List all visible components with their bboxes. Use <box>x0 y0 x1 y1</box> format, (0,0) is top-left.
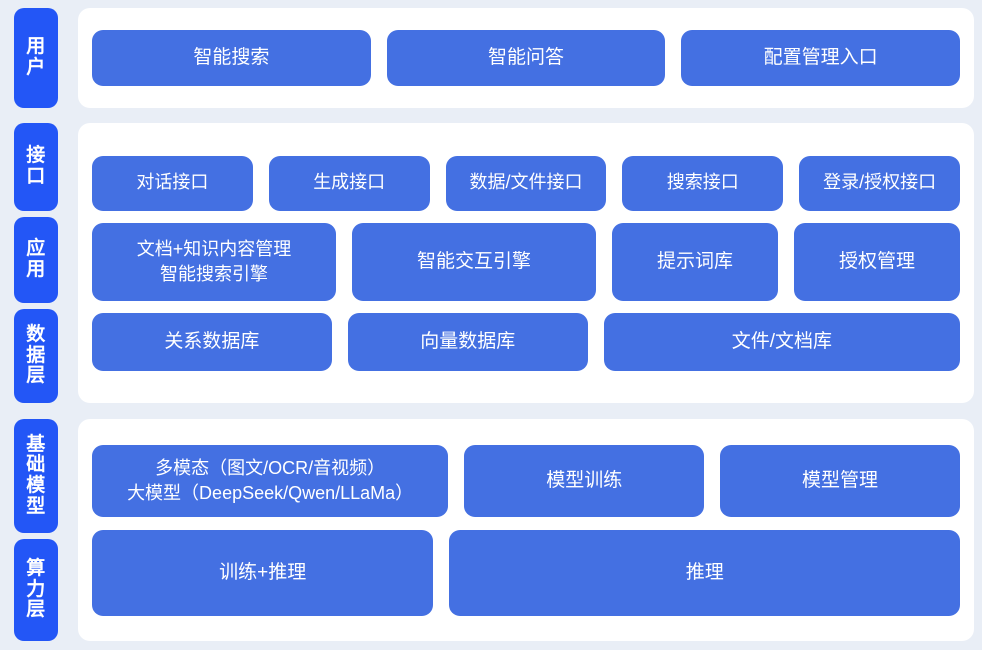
cell-vector-database[interactable]: 向量数据库 <box>347 312 588 371</box>
cell-interaction-engine[interactable]: 智能交互引擎 <box>352 222 596 301</box>
row-application: 文档+知识内容管理 智能搜索引擎 智能交互引擎 提示词库 授权管理 <box>92 222 960 301</box>
rail-platform-layer: 接口 应用 数据层 <box>0 123 58 403</box>
panel-platform-layer: 对话接口 生成接口 数据/文件接口 搜索接口 登录/授权接口 文档+知识内容管理… <box>78 123 974 403</box>
rail-infrastructure-layer: 基础模型 算力层 <box>0 419 58 641</box>
section-user-layer: 用户 智能搜索 智能问答 配置管理入口 <box>0 8 982 108</box>
cell-document-knowledge-management[interactable]: 文档+知识内容管理 智能搜索引擎 <box>92 222 336 301</box>
row-interface: 对话接口 生成接口 数据/文件接口 搜索接口 登录/授权接口 <box>92 155 960 211</box>
cell-config-management-entry[interactable]: 配置管理入口 <box>681 30 961 86</box>
cell-multimodal-large-model[interactable]: 多模态（图文/OCR/音视频） 大模型（DeepSeek/Qwen/LLaMa） <box>92 444 449 517</box>
row-foundation-model: 多模态（图文/OCR/音视频） 大模型（DeepSeek/Qwen/LLaMa）… <box>92 444 960 517</box>
cell-training-inference[interactable]: 训练+推理 <box>92 529 434 616</box>
rail-tab-foundation-model-label: 基础模型 <box>26 433 46 517</box>
row-user-entry: 智能搜索 智能问答 配置管理入口 <box>92 30 961 86</box>
rail-tab-compute[interactable]: 算力层 <box>14 539 58 641</box>
rail-tab-application[interactable]: 应用 <box>14 217 58 303</box>
rail-tab-interface[interactable]: 接口 <box>14 123 58 211</box>
cell-dialog-api[interactable]: 对话接口 <box>92 155 253 211</box>
rail-tab-user-label: 用户 <box>26 36 46 78</box>
rail-tab-data[interactable]: 数据层 <box>14 309 58 403</box>
rail-tab-foundation-model[interactable]: 基础模型 <box>14 419 58 533</box>
row-data: 关系数据库 向量数据库 文件/文档库 <box>92 312 960 371</box>
cell-model-management[interactable]: 模型管理 <box>720 444 960 517</box>
cell-generation-api[interactable]: 生成接口 <box>268 155 430 211</box>
cell-data-file-api[interactable]: 数据/文件接口 <box>445 155 607 211</box>
rail-tab-data-label: 数据层 <box>26 324 46 387</box>
cell-relational-database[interactable]: 关系数据库 <box>92 312 332 371</box>
cell-authorization-management[interactable]: 授权管理 <box>794 222 960 301</box>
panel-infrastructure-layer: 多模态（图文/OCR/音视频） 大模型（DeepSeek/Qwen/LLaMa）… <box>78 419 974 641</box>
cell-intelligent-search[interactable]: 智能搜索 <box>92 30 371 86</box>
section-infrastructure-layer: 基础模型 算力层 多模态（图文/OCR/音视频） 大模型（DeepSeek/Qw… <box>0 419 982 641</box>
cell-login-auth-api[interactable]: 登录/授权接口 <box>799 155 960 211</box>
architecture-diagram: 用户 智能搜索 智能问答 配置管理入口 接口 应用 数据层 对话接 <box>0 8 982 650</box>
cell-inference[interactable]: 推理 <box>449 529 960 616</box>
cell-model-training[interactable]: 模型训练 <box>464 444 705 517</box>
rail-tab-application-label: 应用 <box>26 238 46 280</box>
rail-user-layer: 用户 <box>0 8 58 108</box>
cell-search-api[interactable]: 搜索接口 <box>622 155 784 211</box>
cell-intelligent-qa[interactable]: 智能问答 <box>386 30 666 86</box>
cell-prompt-library[interactable]: 提示词库 <box>612 222 778 301</box>
panel-user-layer: 智能搜索 智能问答 配置管理入口 <box>78 8 974 108</box>
rail-tab-compute-label: 算力层 <box>26 558 46 621</box>
rail-tab-interface-label: 接口 <box>26 145 46 187</box>
rail-tab-user[interactable]: 用户 <box>14 8 58 108</box>
cell-file-document-store[interactable]: 文件/文档库 <box>603 312 960 371</box>
row-compute: 训练+推理 推理 <box>92 529 960 616</box>
section-platform-layer: 接口 应用 数据层 对话接口 生成接口 数据/文件接口 搜索接口 登录/授权接口… <box>0 123 982 403</box>
